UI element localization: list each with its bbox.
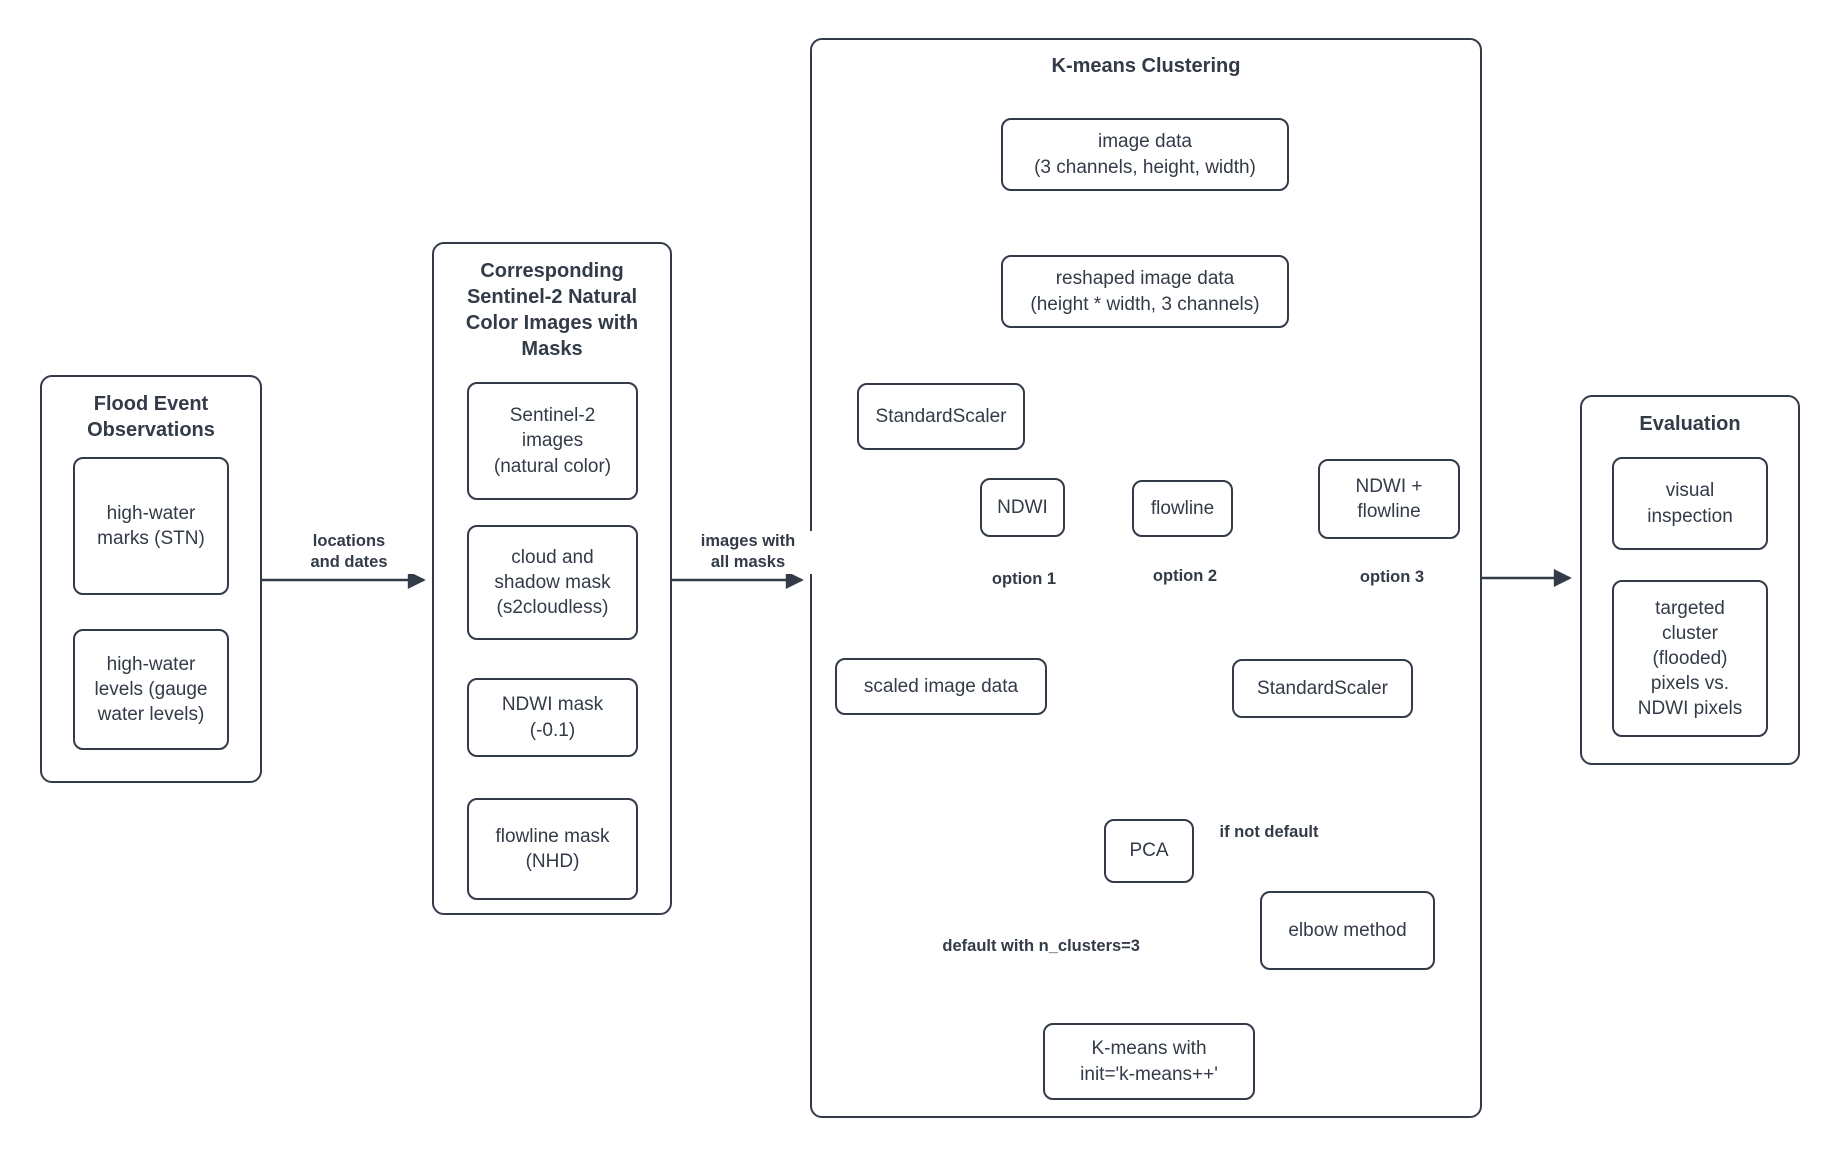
node-elbow-method: elbow method [1260,891,1435,970]
node-standardscaler-2: StandardScaler [1232,659,1413,718]
label-locations-and-dates: locations and dates [277,531,421,574]
label-images-with-all-masks: images with all masks [676,531,820,574]
group-evaluation-title: Evaluation [1639,413,1741,435]
node-ndwi: NDWI [980,478,1065,537]
node-sentinel2-images: Sentinel-2 images (natural color) [467,382,638,500]
label-option-1: option 1 [957,569,1091,591]
node-ndwi-plus-flowline: NDWI + flowline [1318,459,1460,539]
group-flood-title: Flood Event Observations [87,393,215,441]
label-option-3: option 3 [1325,567,1459,589]
node-high-water-marks: high-water marks (STN) [73,457,229,595]
node-cloud-shadow-mask: cloud and shadow mask (s2cloudless) [467,525,638,640]
label-default-n-clusters: default with n_clusters=3 [912,936,1142,958]
node-flowline: flowline [1132,480,1233,537]
node-standardscaler-1: StandardScaler [857,383,1025,450]
label-option-2: option 2 [1118,566,1252,588]
node-scaled-image-data: scaled image data [835,658,1047,715]
node-pca: PCA [1104,819,1194,883]
node-high-water-levels: high-water levels (gauge water levels) [73,629,229,750]
node-ndwi-mask: NDWI mask (-0.1) [467,678,638,757]
node-visual-inspection: visual inspection [1612,457,1768,550]
group-sentinel-title: Corresponding Sentinel-2 Natural Color I… [465,260,639,360]
node-reshaped-image-data: reshaped image data (height * width, 3 c… [1001,255,1289,328]
group-kmeans-title: K-means Clustering [1051,55,1241,77]
node-targeted-cluster: targeted cluster (flooded) pixels vs. ND… [1612,580,1768,737]
node-image-data: image data (3 channels, height, width) [1001,118,1289,191]
node-kmeans-init: K-means with init='k-means++' [1043,1023,1255,1100]
node-flowline-mask: flowline mask (NHD) [467,798,638,900]
label-if-not-default: if not default [1202,822,1336,844]
